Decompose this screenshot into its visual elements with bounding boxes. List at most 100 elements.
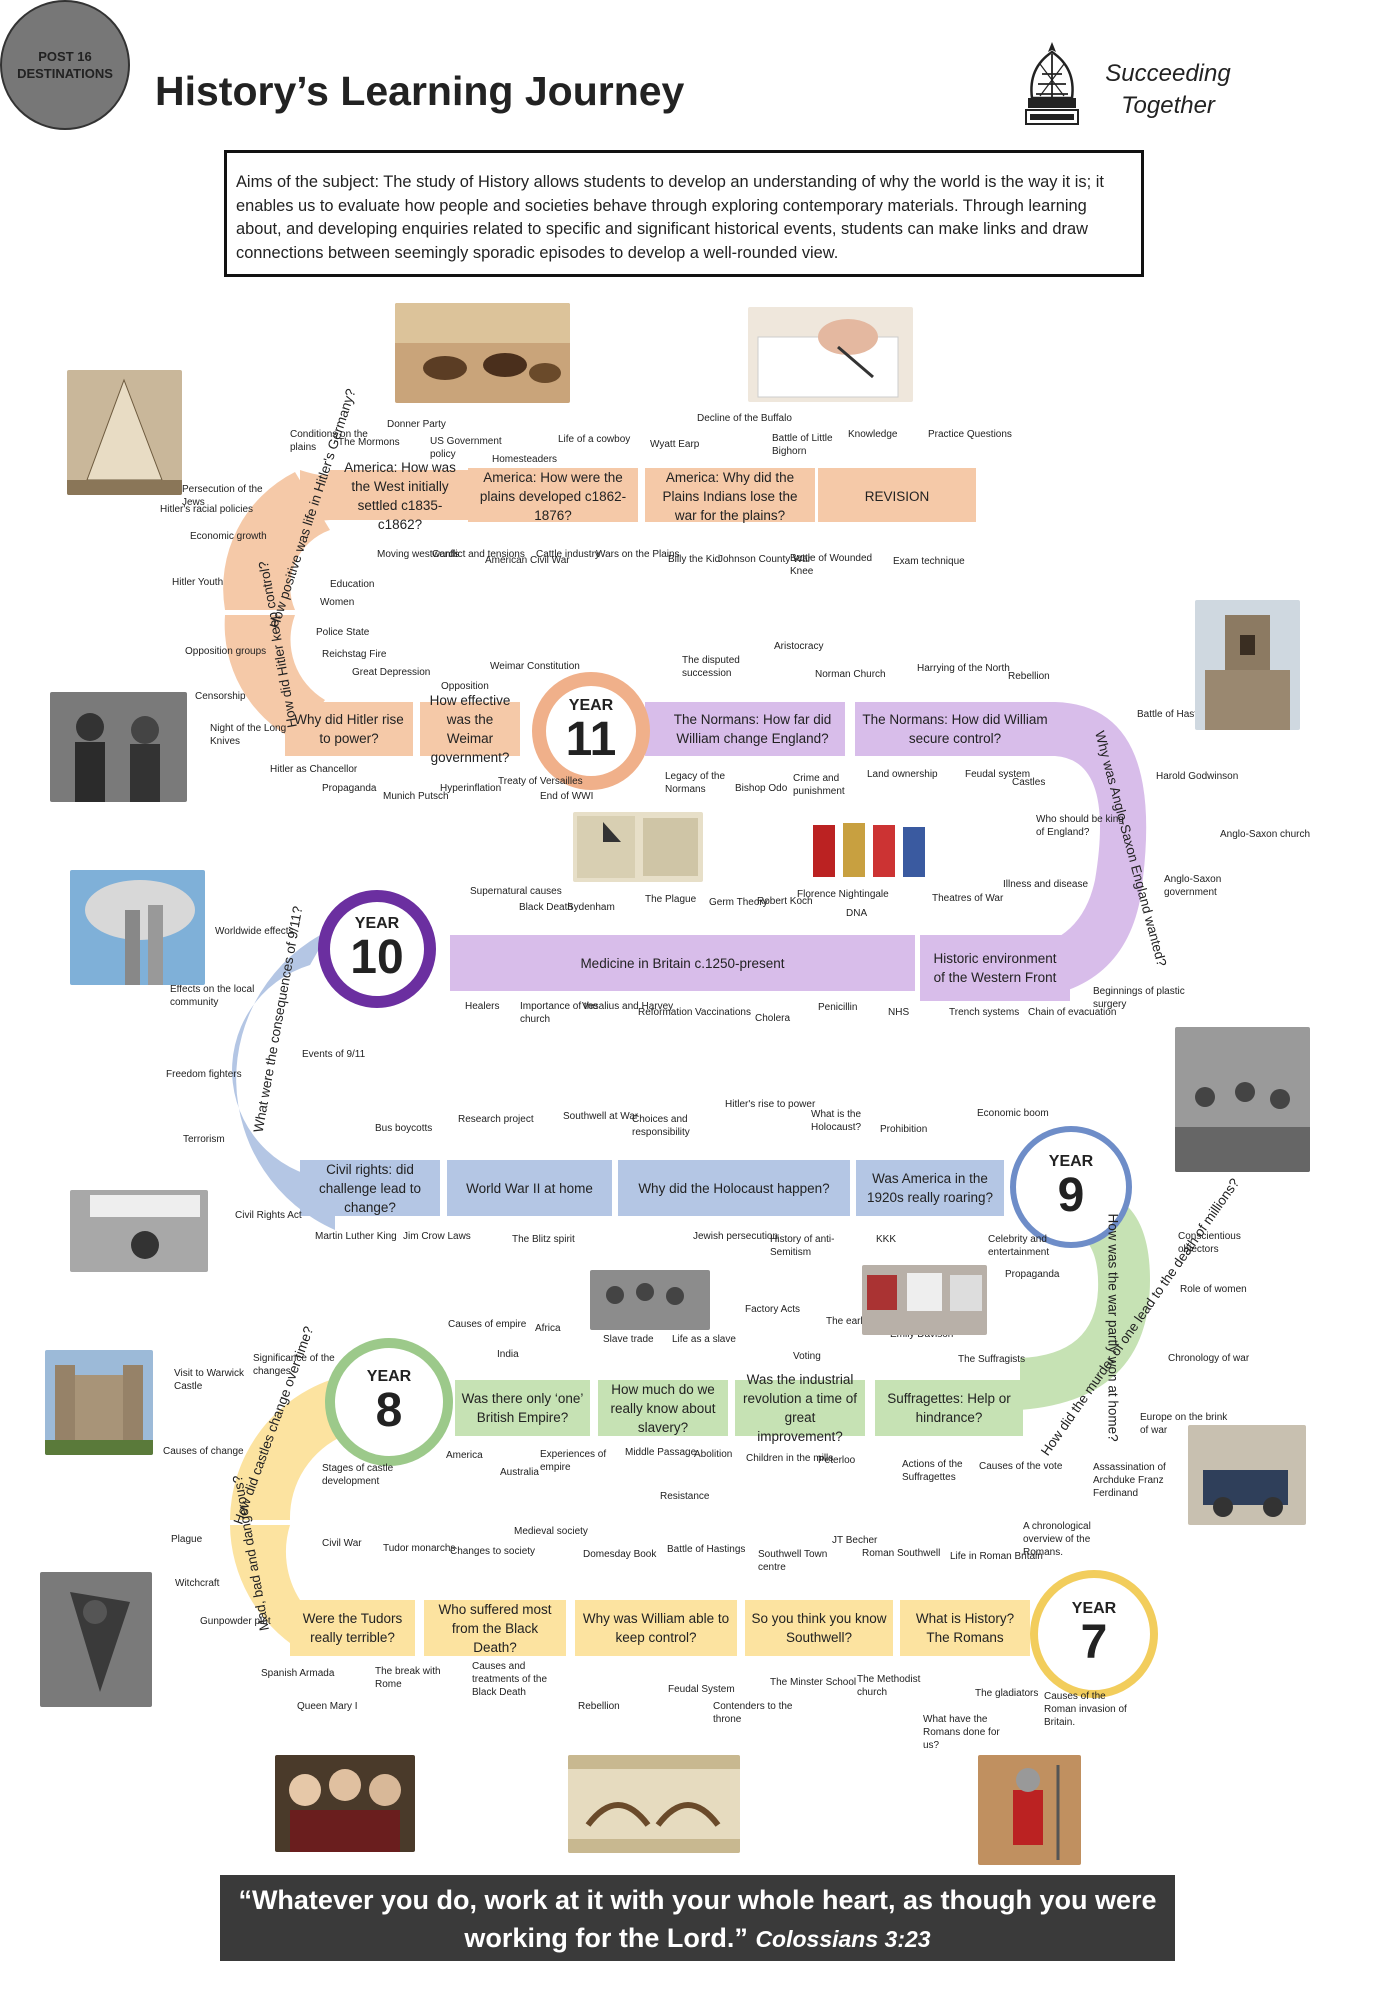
motto-line-2: Together [1121,92,1215,119]
unit-roaring[interactable]: Was America in the 1920s really roaring? [866,1171,994,1205]
topic-label: Economic growth [190,531,267,542]
topic-label: JT Becher [832,1535,878,1546]
post16-line-1: POST 16 [38,49,92,64]
archduke-assassination-photo [1188,1425,1306,1525]
aims-box: Aims of the subject: The study of Histor… [224,150,1144,277]
unit-southwell[interactable]: So you think you know Southwell? [751,1611,887,1645]
year-10-badge: YEAR 10 [318,890,436,1008]
topic-label: Sydenham [567,902,615,913]
unit-ww2-home[interactable]: World War II at home [466,1180,593,1196]
year-7-number: 7 [1080,1616,1108,1669]
topic-label: Florence Nightingale [797,889,889,900]
topic-label: The break with Rome [375,1666,441,1690]
topic-label: Choices and responsibility [632,1114,690,1138]
school-crest-icon [1025,42,1079,125]
topic-label: The early police [826,1316,897,1327]
unit-civil-rights[interactable]: Civil rights: did challenge lead to chan… [318,1161,422,1215]
topic-label: Hitler's racial policies [160,504,254,515]
topic-label: Causes of the Roman invasion of Britain. [1044,1691,1127,1728]
topic-label: Hitler as Chancellor [270,764,358,775]
topic-label: Jewish persecution [693,1231,779,1242]
teepee-photo [67,370,182,495]
topic-label: Treaty of Versailles [498,776,583,787]
topic-label: Opposition [441,681,489,692]
unit-william[interactable]: Why was William able to keep control? [582,1611,730,1645]
topic-label: Hitler's rise to power [725,1099,816,1110]
unit-war-home[interactable]: How was the war partly won at home? [1105,1213,1121,1442]
year-7-badge: YEAR 7 [1030,1570,1158,1698]
plague-doctor-poster-photo [573,812,703,882]
year-11-badge: YEAR 11 [532,672,650,790]
unit-normans-change[interactable]: The Normans: How far did William change … [673,712,832,746]
topic-label: Norman Church [815,669,886,680]
topic-label: Feudal System [668,1684,735,1695]
unit-western-front[interactable]: Historic environment of the Western Fron… [933,951,1057,985]
unit-medicine[interactable]: Medicine in Britain c.1250-present [580,955,785,971]
post16-line-2: DESTINATIONS [17,66,113,81]
topic-label: The Minster School [770,1677,857,1688]
topic-label: India [497,1349,519,1360]
unit-suffragettes[interactable]: Suffragettes: Help or hindrance? [887,1391,1011,1425]
unit-black-death[interactable]: Who suffered most from the Black Death? [438,1601,552,1655]
topic-label: A chronological overview of the Romans. [1023,1521,1091,1558]
post16-destinations[interactable]: POST 16 DESTINATIONS [0,0,130,130]
topic-label: Decline of the Buffalo [697,413,792,424]
topic-label: Reichstag Fire [322,649,387,660]
topic-label: Causes of empire [448,1319,527,1330]
topic-label: Queen Mary I [297,1701,358,1712]
topic-label: Homesteaders [492,454,558,465]
topic-label: Worldwide effects [215,926,294,937]
topic-label: Martin Luther King [315,1231,397,1242]
unit-holocaust[interactable]: Why did the Holocaust happen? [638,1180,830,1196]
topic-label: Great Depression [352,667,431,678]
unit-normans-secure[interactable]: The Normans: How did William secure cont… [862,712,1048,746]
topic-label: Civil Rights Act [235,1210,302,1221]
topic-label: Harold Godwinson [1156,771,1239,782]
topic-label: Southwell Town centre [758,1549,828,1573]
topic-label: Prohibition [880,1124,928,1135]
nazi-officers-photo [50,692,187,802]
we-wont-go-protest-photo [70,1190,208,1272]
topic-label: Knowledge [848,429,898,440]
topic-label: Experiences of empire [540,1449,607,1473]
topic-label: Trench systems [949,1007,1020,1018]
unit-weimar[interactable]: How effective was the Weimar government? [429,693,511,765]
twin-towers-photo [70,870,205,985]
topic-label: Illness and disease [1003,879,1089,890]
unit-british-empire[interactable]: Was there only ‘one’ British Empire? [461,1391,584,1425]
topic-label: Cholera [755,1013,791,1024]
topic-label: Jim Crow Laws [403,1231,471,1242]
topic-label: Feudal system [965,769,1031,780]
topic-label: Conscientious objectors [1178,1231,1241,1255]
witch-illustration-photo [40,1572,152,1707]
topic-label: Economic boom [977,1108,1049,1119]
topic-label: Voting [793,1351,821,1362]
topic-label: Southwell at War [563,1111,639,1122]
topic-label: Bus boycotts [375,1123,433,1134]
topic-label: Resistance [660,1491,710,1502]
unit-slavery[interactable]: How much do we really know about slavery… [610,1381,716,1435]
topic-label: Medieval society [514,1526,588,1537]
topic-label: Billy the Kid [668,554,721,565]
topic-label: The gladiators [975,1688,1039,1699]
topic-label: Australia [500,1467,539,1478]
topic-label: The Mormons [338,437,400,448]
topic-label: Celebrity and entertainment [988,1234,1050,1258]
topic-label: Legacy of the Normans [665,771,726,795]
topic-label: Munich Putsch [383,791,449,802]
topic-label: Hyperinflation [440,783,502,794]
unit-romans[interactable]: What is History? The Romans [915,1611,1015,1645]
unit-industrial[interactable]: Was the industrial revolution a time of … [742,1372,858,1444]
topic-label: What have the Romans done for us? [923,1714,1000,1751]
topic-label: Beginnings of plastic surgery [1093,986,1185,1010]
topic-label: Witchcraft [175,1578,220,1589]
topic-label: Plague [171,1534,203,1545]
unit-america-west[interactable]: America: How was the West initially sett… [344,460,456,532]
unit-america-war[interactable]: America: Why did the Plains Indians lose… [662,469,798,523]
unit-revision[interactable]: REVISION [864,488,930,504]
topic-label: Significance of the changes [253,1353,335,1377]
topic-label: Rebellion [578,1701,620,1712]
unit-tudors[interactable]: Were the Tudors really terrible? [302,1611,403,1645]
unit-america-plains[interactable]: America: How were the plains developed c… [479,469,627,523]
unit-hitler-power[interactable]: Why did Hitler rise to power? [294,712,404,746]
